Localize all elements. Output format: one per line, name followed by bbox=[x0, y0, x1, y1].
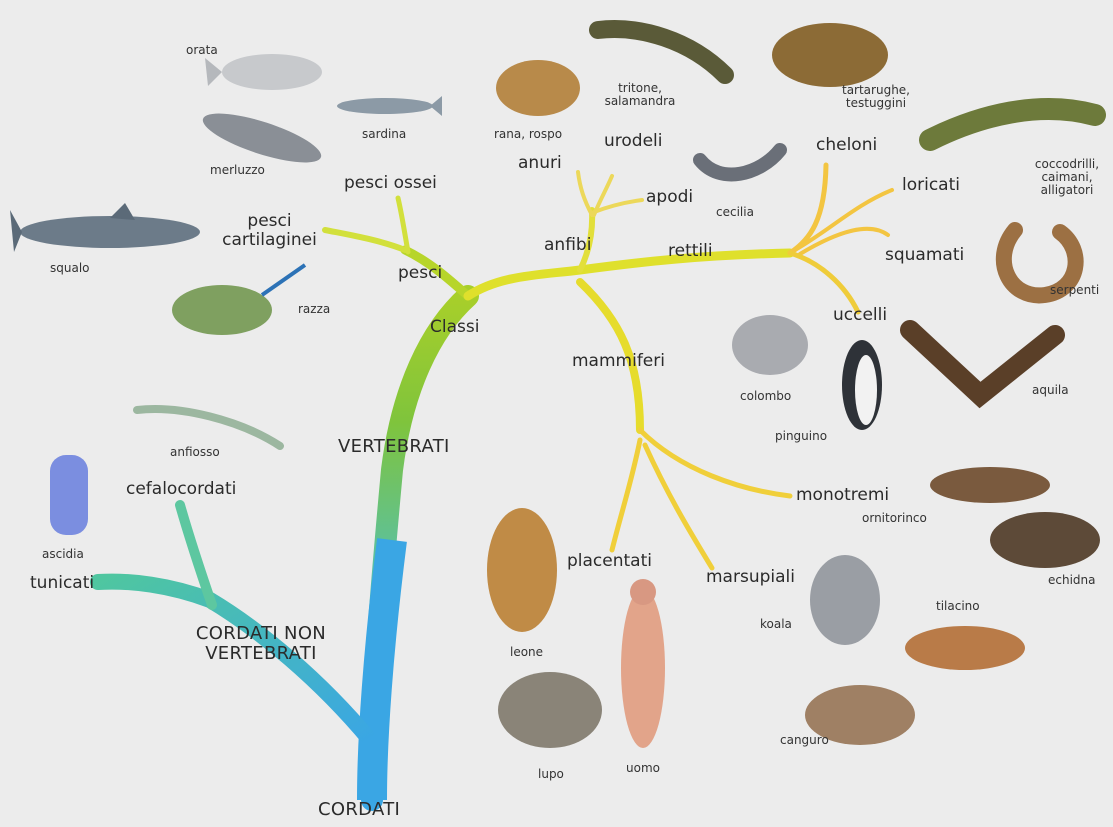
label-leone: leone bbox=[510, 646, 543, 659]
ascidia-illustration bbox=[50, 455, 88, 535]
koala-illustration bbox=[810, 555, 880, 645]
label-mammiferi: mammiferi bbox=[572, 352, 665, 371]
label-anfiosso: anfiosso bbox=[170, 446, 220, 459]
label-squalo: squalo bbox=[50, 262, 90, 275]
razza-illustration bbox=[172, 285, 272, 335]
label-tunicati: tunicati bbox=[30, 574, 94, 593]
coccodrillo-illustration bbox=[930, 109, 1095, 140]
label-pesci: pesci bbox=[398, 264, 442, 283]
label-ornitorinco: ornitorinco bbox=[862, 512, 927, 525]
label-squamati: squamati bbox=[885, 246, 964, 265]
label-koala: koala bbox=[760, 618, 792, 631]
label-monotremi: monotremi bbox=[796, 486, 889, 505]
label-merluzzo: merluzzo bbox=[210, 164, 265, 177]
label-sardina: sardina bbox=[362, 128, 406, 141]
label-classi: Classi bbox=[430, 318, 479, 337]
label-urodeli: urodeli bbox=[604, 132, 663, 151]
label-lupo: lupo bbox=[538, 768, 564, 781]
uomo-illustration bbox=[621, 588, 665, 748]
label-colombo: colombo bbox=[740, 390, 791, 403]
echidna-illustration bbox=[990, 512, 1100, 568]
label-tritone-salamandra: tritone, salamandra bbox=[592, 82, 688, 108]
label-anfibi: anfibi bbox=[544, 236, 591, 255]
label-serpenti: serpenti bbox=[1050, 284, 1099, 297]
leone-illustration bbox=[487, 508, 557, 632]
colombo-illustration bbox=[732, 315, 808, 375]
orata-illustration bbox=[222, 54, 322, 90]
label-coccodrilli: coccodrilli, caimani, alligatori bbox=[1022, 158, 1112, 198]
label-anuri: anuri bbox=[518, 154, 562, 173]
branch-anfibi-rettili bbox=[468, 253, 790, 296]
label-cordati-non-vertebrati: CORDATI NON VERTEBRATI bbox=[186, 624, 336, 664]
tritone-illustration bbox=[598, 29, 725, 75]
label-pesci-ossei: pesci ossei bbox=[344, 174, 437, 193]
label-rettili: rettili bbox=[668, 242, 713, 261]
label-aquila: aquila bbox=[1032, 384, 1069, 397]
label-uccelli: uccelli bbox=[833, 306, 887, 325]
label-loricati: loricati bbox=[902, 176, 960, 195]
label-rana-rospo: rana, rospo bbox=[494, 128, 562, 141]
label-vertebrati: VERTEBRATI bbox=[338, 437, 450, 457]
label-apodi: apodi bbox=[646, 188, 693, 207]
label-marsupiali: marsupiali bbox=[706, 568, 795, 587]
ornitorinco-illustration bbox=[930, 467, 1050, 503]
label-cordati: CORDATI bbox=[318, 800, 400, 820]
label-cefalocordati: cefalocordati bbox=[126, 480, 236, 499]
label-canguro: canguro bbox=[780, 734, 829, 747]
label-uomo: uomo bbox=[626, 762, 660, 775]
tartaruga-illustration bbox=[772, 23, 888, 87]
anfiosso-illustration bbox=[137, 409, 280, 446]
label-tilacino: tilacino bbox=[936, 600, 980, 613]
tilacino-illustration bbox=[905, 626, 1025, 670]
squalo-illustration bbox=[20, 216, 200, 248]
label-placentati: placentati bbox=[567, 552, 652, 571]
label-cecilia: cecilia bbox=[716, 206, 754, 219]
label-echidna: echidna bbox=[1048, 574, 1096, 587]
label-pesci-cartilaginei: pesci cartilaginei bbox=[212, 212, 327, 249]
label-cheloni: cheloni bbox=[816, 136, 877, 155]
lupo-illustration bbox=[498, 672, 602, 748]
label-pinguino: pinguino bbox=[775, 430, 827, 443]
cecilia-illustration bbox=[700, 150, 780, 174]
label-ascidia: ascidia bbox=[42, 548, 84, 561]
label-tartarughe-testuggini: tartarughe, testuggini bbox=[826, 84, 926, 110]
label-orata: orata bbox=[186, 44, 218, 57]
rana-illustration bbox=[496, 60, 580, 116]
label-razza: razza bbox=[298, 303, 330, 316]
sardina-illustration bbox=[337, 98, 433, 114]
